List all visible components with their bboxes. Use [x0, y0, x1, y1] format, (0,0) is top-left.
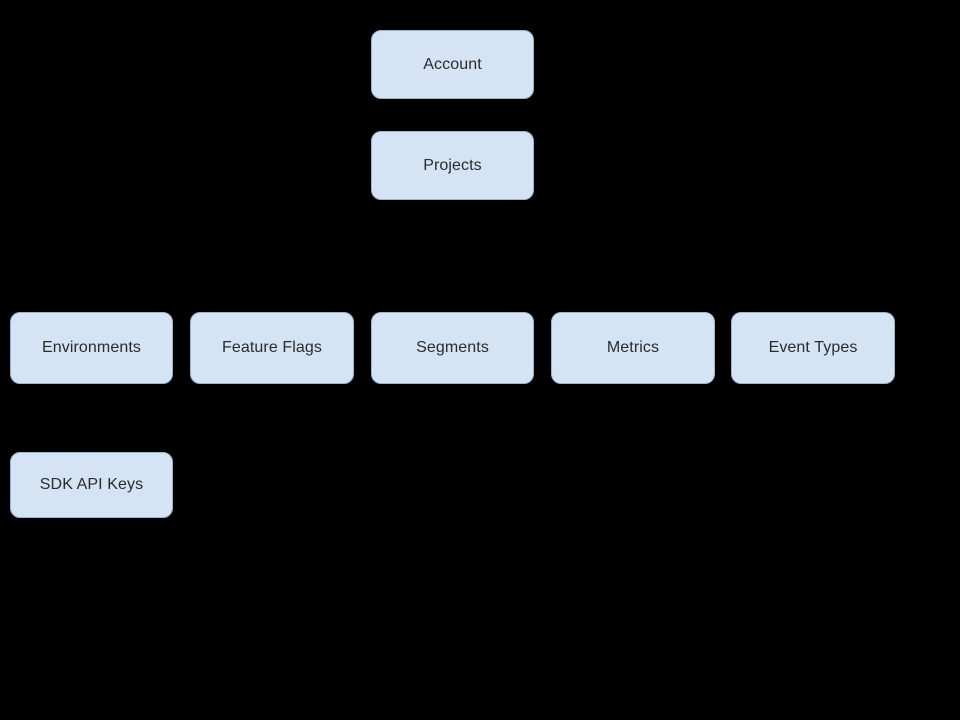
- edge-projects-to-feature-flags: [271, 200, 453, 312]
- edge-projects-to-environments: [91, 200, 453, 312]
- node-label-account: Account: [423, 55, 482, 73]
- node-label-segments: Segments: [416, 339, 489, 357]
- node-label-event-types: Event Types: [768, 339, 858, 357]
- node-event-types[interactable]: Event Types: [731, 312, 895, 384]
- node-segments[interactable]: Segments: [371, 312, 534, 384]
- node-metrics[interactable]: Metrics: [551, 312, 715, 384]
- node-label-sdk-api-keys: SDK API Keys: [39, 476, 144, 494]
- node-label-metrics: Metrics: [606, 339, 660, 357]
- edge-projects-to-event-types: [452, 200, 814, 312]
- node-label-projects: Projects: [423, 156, 482, 174]
- node-projects[interactable]: Projects: [371, 131, 534, 200]
- node-environments[interactable]: Environments: [10, 312, 173, 384]
- edge-projects-to-metrics: [452, 200, 634, 312]
- node-account[interactable]: Account: [371, 30, 534, 99]
- node-label-feature-flags: Feature Flags: [221, 339, 322, 357]
- node-feature-flags[interactable]: Feature Flags: [190, 312, 354, 384]
- node-label-environments: Environments: [41, 339, 142, 357]
- node-sdk-api-keys[interactable]: SDK API Keys: [10, 452, 173, 518]
